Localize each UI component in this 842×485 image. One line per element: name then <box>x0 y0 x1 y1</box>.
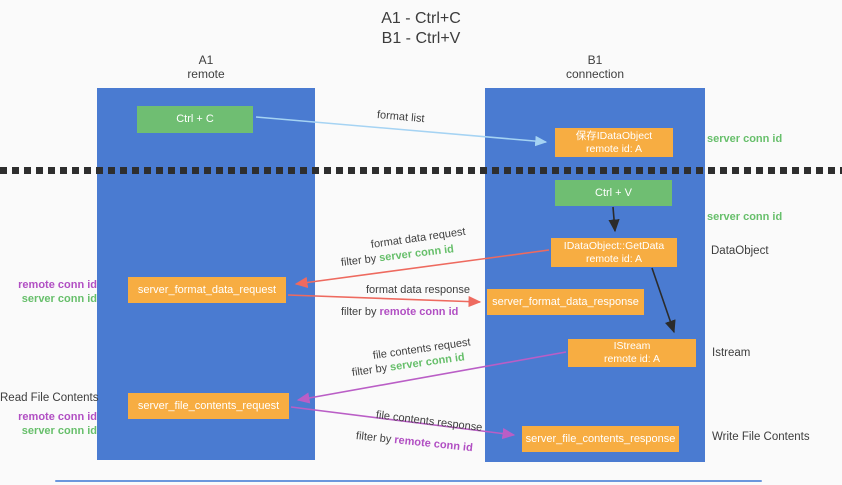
annotation-read-file-contents: Read File Contents <box>0 392 99 404</box>
node-server-format-data-request-label: server_format_data_request <box>137 283 277 296</box>
edge-label-format-data-response: format data response <box>366 284 470 296</box>
annotation-server-conn-id-mid-left: server conn id <box>21 293 97 305</box>
annotation-server-conn-id-top: server conn id <box>707 133 783 145</box>
lane-b1-subtitle: connection <box>565 67 625 81</box>
node-ctrl-v-label: Ctrl + V <box>595 186 632 199</box>
filter-by-text: filter by <box>340 252 380 269</box>
arrow-format-data-response <box>287 294 482 308</box>
edge-label-file-contents-response-filter: filter by remote conn id <box>355 430 473 454</box>
lane-b1-name: B1 <box>587 53 603 67</box>
horizontal-scrollbar[interactable] <box>55 480 762 482</box>
node-idataobject-getdata: IDataObject::GetData remote id: A <box>551 238 677 267</box>
node-istream: IStream remote id: A <box>568 339 696 367</box>
edge-label-file-contents-response: file contents response <box>375 409 483 434</box>
lane-header-a1: A1 remote <box>97 53 315 81</box>
title-line-1: A1 - Ctrl+C <box>381 10 461 27</box>
node-istream-line1: IStream <box>613 340 651 352</box>
node-idataobject-getdata-line1: IDataObject::GetData <box>563 239 665 252</box>
node-server-file-contents-request-label: server_file_contents_request <box>137 399 280 412</box>
node-save-idataobject: 保存IDataObject remote id: A <box>555 128 673 157</box>
lane-a1-subtitle: remote <box>187 67 225 81</box>
annotation-server-conn-id-bottom: server conn id <box>21 425 97 437</box>
node-server-file-contents-response: server_file_contents_response <box>522 426 679 452</box>
node-server-file-contents-request: server_file_contents_request <box>128 393 289 419</box>
phase-divider-dotted-line <box>0 167 842 174</box>
annotation-dataobject: DataObject <box>711 245 769 257</box>
node-save-idataobject-line1: 保存IDataObject <box>575 129 653 142</box>
filter-by-text: filter by <box>341 306 380 318</box>
annotation-server-conn-id-mid: server conn id <box>707 211 783 223</box>
node-save-idataobject-line2: remote id: A <box>585 142 643 155</box>
lane-a1-name: A1 <box>198 53 214 67</box>
node-ctrl-c-label: Ctrl + C <box>176 113 214 125</box>
lane-header-b1: B1 connection <box>485 53 705 81</box>
filter-key-remote-conn-id: remote conn id <box>393 434 474 455</box>
node-ctrl-v: Ctrl + V <box>555 180 672 206</box>
annotation-remote-conn-id-bottom: remote conn id <box>18 411 97 423</box>
node-ctrl-c: Ctrl + C <box>137 106 253 133</box>
filter-key-remote-conn-id: remote conn id <box>379 306 459 318</box>
node-server-file-contents-response-label: server_file_contents_response <box>525 432 676 445</box>
annotation-remote-conn-id-mid: remote conn id <box>18 279 97 291</box>
node-server-format-data-request: server_format_data_request <box>128 277 286 303</box>
node-idataobject-getdata-line2: remote id: A <box>585 252 643 265</box>
filter-by-text: filter by <box>355 430 395 446</box>
title-line-2: B1 - Ctrl+V <box>381 30 461 47</box>
annotation-istream: Istream <box>712 347 751 359</box>
node-istream-line2: remote id: A <box>603 353 661 365</box>
node-server-format-data-response-label: server_format_data_response <box>492 295 639 308</box>
node-server-format-data-response: server_format_data_response <box>487 289 644 315</box>
diagram-title: A1 - Ctrl+C B1 - Ctrl+V <box>0 9 842 49</box>
annotation-write-file-contents: Write File Contents <box>712 431 810 443</box>
filter-by-text: filter by <box>351 361 391 379</box>
edge-label-format-list: format list <box>376 109 426 126</box>
edge-label-format-data-response-filter: filter by remote conn id <box>341 306 458 318</box>
